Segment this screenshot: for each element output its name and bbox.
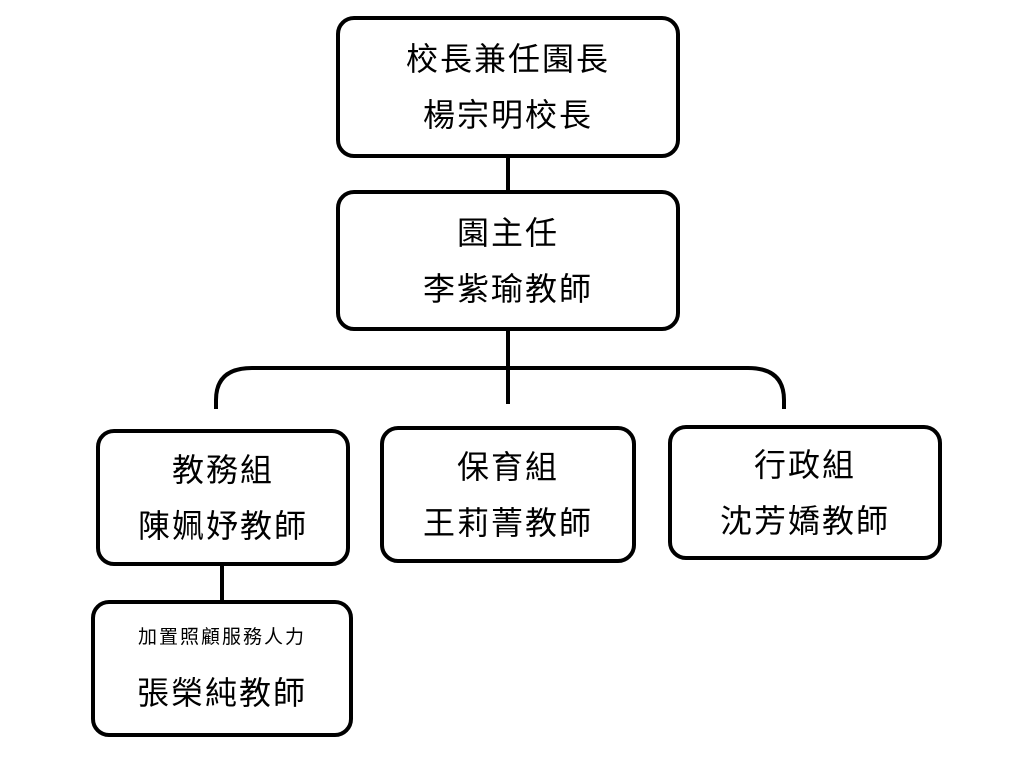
assistant-role: 加置照顧服務人力	[137, 626, 306, 648]
node-assistant: 加置照顧服務人力 張榮純教師	[91, 600, 353, 737]
admin-role: 行政組	[753, 445, 856, 484]
care-role: 保育組	[456, 447, 559, 486]
principal-role: 校長兼任園長	[405, 40, 610, 78]
care-name: 王莉菁教師	[422, 503, 593, 542]
assistant-name: 張榮純教師	[136, 674, 307, 712]
teaching-role: 教務組	[171, 450, 274, 489]
director-name: 李紫瑜教師	[422, 269, 593, 308]
node-teaching: 教務組 陳姵妤教師	[96, 429, 350, 566]
admin-name: 沈芳嬌教師	[719, 501, 890, 540]
director-role: 園主任	[456, 213, 559, 252]
node-admin: 行政組 沈芳嬌教師	[668, 425, 942, 560]
node-care: 保育組 王莉菁教師	[380, 426, 636, 563]
node-principal: 校長兼任園長 楊宗明校長	[336, 16, 680, 158]
principal-name: 楊宗明校長	[422, 96, 593, 134]
teaching-name: 陳姵妤教師	[137, 506, 308, 545]
node-director: 園主任 李紫瑜教師	[336, 190, 680, 331]
connector-branch-arc	[214, 366, 786, 409]
